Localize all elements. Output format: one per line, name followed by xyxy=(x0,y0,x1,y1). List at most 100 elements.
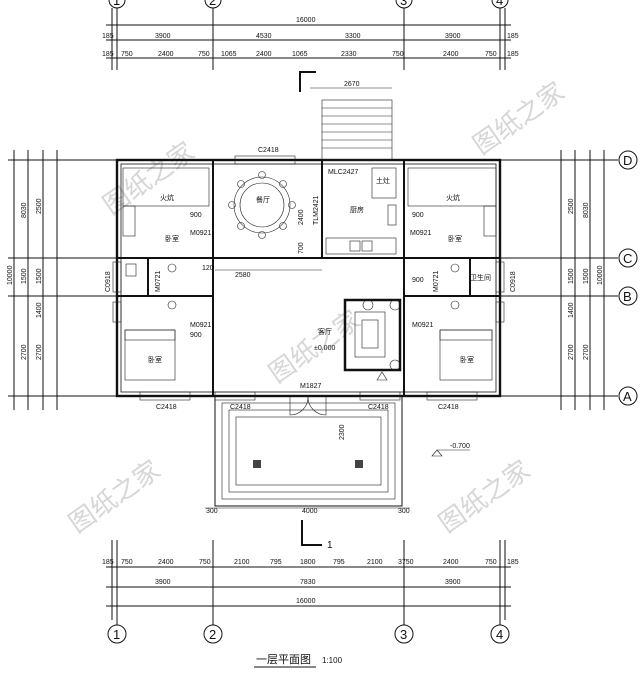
dim-top-r1-0: 185 xyxy=(102,33,114,40)
dim-bot-r2-2: 2400 xyxy=(158,559,174,566)
dim-bot-r2-6: 1800 xyxy=(300,559,316,566)
dim-right-total: 10000 xyxy=(597,265,604,285)
dim-left-mid-3: 2700 xyxy=(36,344,43,360)
dim-left-mid-0: 2500 xyxy=(36,198,43,214)
label-300-a: 300 xyxy=(206,508,218,515)
label-120: 120 xyxy=(202,265,214,272)
dim-bot-r1-2: 3900 xyxy=(445,579,461,586)
dim-top-r1-3: 3300 xyxy=(345,33,361,40)
axis-right-D: D xyxy=(623,153,632,168)
axis-bottom-3: 3 xyxy=(400,627,407,642)
label-900-a: 900 xyxy=(190,212,202,219)
label-m0721-b: M0721 xyxy=(433,270,440,292)
label-300-b: 300 xyxy=(398,508,410,515)
axis-bottom-1: 1 xyxy=(113,627,120,642)
room-right-kang: 火炕 xyxy=(446,193,460,202)
room-left-bedroom-bottom: 卧室 xyxy=(148,355,162,364)
label-900-b: 900 xyxy=(412,212,424,219)
label-floor-level: ±0.000 xyxy=(314,345,335,352)
dim-top-r2-11: 185 xyxy=(507,51,519,58)
window-labels: C2418 C2418 C2418 C2418 C2418 C0918 C091… xyxy=(105,147,517,411)
kitchen-room: 土灶 厨房 MLC2427 xyxy=(325,167,397,255)
dim-bot-r2-3: 750 xyxy=(199,559,211,566)
watermark-5: 图纸之家 xyxy=(434,455,536,539)
label-2400: 2400 xyxy=(298,209,305,225)
dim-bot-r2-4: 2100 xyxy=(234,559,250,566)
dim-top-r2-4: 1065 xyxy=(221,51,237,58)
living-hall: 客厅 ±0.000 2580 xyxy=(215,269,402,381)
dimensions-right: 2500 1500 1400 2700 8030 1500 2700 10000 xyxy=(500,150,618,410)
axis-top-1: 1 xyxy=(113,0,120,8)
watermark-2: 图纸之家 xyxy=(468,77,570,161)
label-4000: 4000 xyxy=(302,508,318,515)
title-text: 一层平面图 xyxy=(256,653,311,666)
dim-left-outer-0: 8030 xyxy=(21,202,28,218)
dim-bot-r1-1: 7830 xyxy=(300,579,316,586)
label-c2418-ml: C2418 xyxy=(230,404,251,411)
room-hall: 客厅 xyxy=(318,327,332,336)
dim-bot-r2-1: 750 xyxy=(121,559,133,566)
label-tlm2421: TLM2421 xyxy=(313,195,320,225)
axis-right-B: B xyxy=(623,289,632,304)
title-scale: 1:100 xyxy=(322,656,343,665)
dim-bot-r1-0: 3900 xyxy=(155,579,171,586)
axis-markers-top: 1 2 3 4 xyxy=(108,0,509,9)
dim-right-outer-1: 1500 xyxy=(583,268,590,284)
dim-right-mid-1: 1500 xyxy=(568,268,575,284)
dim-top-total: 16000 xyxy=(296,17,316,24)
dim-top-r2-3: 750 xyxy=(198,51,210,58)
axis-top-3: 3 xyxy=(400,0,407,8)
axis-markers-right: D C B A xyxy=(618,150,638,406)
room-kitchen: 厨房 xyxy=(350,205,364,214)
label-c2418-top: C2418 xyxy=(258,147,279,154)
dim-top-r2-6: 1065 xyxy=(292,51,308,58)
room-bath: 卫生间 xyxy=(470,273,491,282)
label-stair-dim: 2670 xyxy=(344,81,360,88)
watermark-1: 图纸之家 xyxy=(98,137,200,221)
dim-bot-r2-10: 2400 xyxy=(443,559,459,566)
watermark-4: 图纸之家 xyxy=(64,455,166,539)
dim-left-total: 10000 xyxy=(7,265,14,285)
dim-right-outer-0: 8030 xyxy=(583,202,590,218)
dim-right-mid-2: 1400 xyxy=(568,302,575,318)
label-mlc2427: MLC2427 xyxy=(328,169,358,176)
label-m0921-b: M0921 xyxy=(410,230,432,237)
dim-bot-r2-5: 795 xyxy=(270,559,282,566)
dim-left-outer-2: 2700 xyxy=(21,344,28,360)
dim-right-mid-3: 2700 xyxy=(568,344,575,360)
label-m0721-a: M0721 xyxy=(155,270,162,292)
axis-right-A: A xyxy=(623,389,632,404)
dimensions-left: 10000 8030 1500 2700 2500 1500 1400 2700 xyxy=(7,150,120,410)
back-stair: 2670 xyxy=(299,71,393,161)
axis-top-4: 4 xyxy=(496,0,503,8)
label-m0921-c: M0921 xyxy=(190,322,212,329)
dim-right-outer-2: 2700 xyxy=(583,344,590,360)
label-900-c: 900 xyxy=(412,277,424,284)
room-left-kang: 火炕 xyxy=(160,193,174,202)
left-bath: M0721 120 xyxy=(125,263,214,310)
room-dining: 餐厅 xyxy=(256,195,270,204)
dim-top-r2-1: 750 xyxy=(121,51,133,58)
left-kang-room: 火炕 卧室 M0921 900 xyxy=(122,167,212,243)
dim-bot-r2-12: 185 xyxy=(507,559,519,566)
interior-walls xyxy=(117,160,500,396)
dim-bot-r2-0: 185 xyxy=(102,559,114,566)
room-stove: 土灶 xyxy=(376,176,390,185)
label-c0918-r: C0918 xyxy=(510,271,517,292)
dim-top-r2-10: 750 xyxy=(485,51,497,58)
room-right-bedroom-top: 卧室 xyxy=(448,234,462,243)
dim-top-r2-7: 2330 xyxy=(341,51,357,58)
label-c0918-l: C0918 xyxy=(105,271,112,292)
dimensions-top: 16000 185 3900 4530 3300 3900 185 185 75… xyxy=(102,8,519,70)
label-m0921-d: M0921 xyxy=(412,322,434,329)
label-c2418-bl: C2418 xyxy=(156,404,177,411)
dim-top-r1-2: 4530 xyxy=(256,33,272,40)
axis-markers-bottom: 1 2 3 4 xyxy=(107,624,510,644)
axis-right-C: C xyxy=(623,251,632,266)
dim-top-r2-9: 2400 xyxy=(443,51,459,58)
label-section: 1 xyxy=(327,540,333,551)
label-m1827: M1827 xyxy=(300,383,322,390)
dim-left-mid-2: 1400 xyxy=(36,302,43,318)
label-outside-level: -0.700 xyxy=(450,443,470,450)
